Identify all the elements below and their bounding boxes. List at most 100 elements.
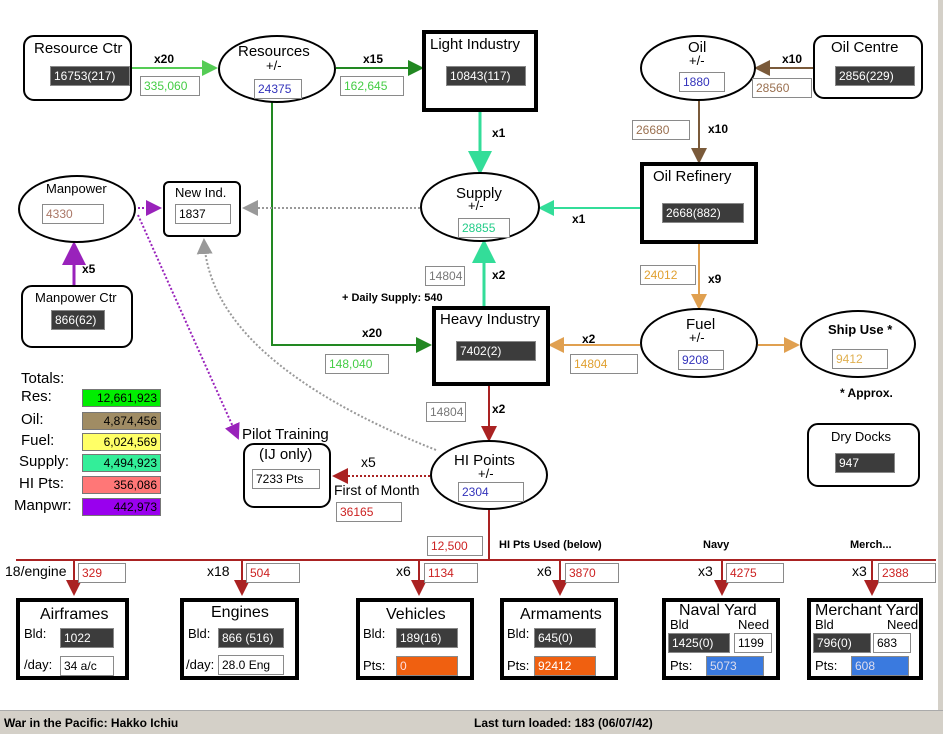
totals-heading: Totals: bbox=[21, 370, 65, 387]
resources-node: Resources +/- 24375 bbox=[218, 35, 336, 103]
hi-points-title: HI Points bbox=[454, 452, 515, 469]
airframes-bld-label: Bld: bbox=[24, 626, 47, 641]
manpower-ctr-box: Manpower Ctr 866(62) bbox=[21, 285, 133, 348]
engines-bld: 866 (516) bbox=[218, 628, 284, 648]
status-app-title: War in the Pacific: Hakko Ichiu bbox=[4, 716, 179, 730]
oil-title: Oil bbox=[688, 39, 707, 56]
totals-label: Manpwr: bbox=[14, 497, 72, 514]
naval-yard-box: Naval Yard Bld Need 1425(0) 1199 Pts: 50… bbox=[662, 598, 780, 680]
vehicles-pts-label: Pts: bbox=[363, 658, 386, 673]
manpower-value: 4330 bbox=[42, 204, 104, 224]
navy-label: Navy bbox=[703, 539, 730, 551]
fuel-title: Fuel bbox=[686, 316, 716, 333]
branch-cost: 329 bbox=[78, 563, 126, 583]
totals-value: 12,661,923 bbox=[82, 389, 161, 407]
branch-mult: x6 bbox=[396, 563, 411, 579]
totals-value: 442,973 bbox=[82, 498, 161, 516]
merchant-yard-bld: 796(0) bbox=[813, 633, 871, 653]
pilot-training-value: 7233 Pts bbox=[252, 469, 320, 489]
engines-bld-label: Bld: bbox=[188, 626, 211, 641]
heavy-fuel-mult: x2 bbox=[582, 332, 596, 346]
branch-mult: x3 bbox=[698, 563, 713, 579]
branch-cost: 2388 bbox=[878, 563, 936, 583]
armaments-title: Armaments bbox=[520, 606, 602, 623]
supply-value: 28855 bbox=[458, 218, 510, 238]
vehicles-box: Vehicles Bld: 189(16) Pts: 0 bbox=[356, 598, 474, 680]
airframes-day: 34 a/c bbox=[60, 656, 114, 676]
flow-lines bbox=[16, 60, 936, 596]
first-of-month-value: 36165 bbox=[336, 502, 402, 522]
merchant-yard-title: Merchant Yard bbox=[815, 602, 919, 619]
naval-yard-pts-label: Pts: bbox=[670, 658, 693, 673]
branch-cost: 3870 bbox=[565, 563, 619, 583]
branch-cost: 4275 bbox=[726, 563, 784, 583]
resource-ctr-flow: 335,060 bbox=[140, 76, 200, 96]
dry-docks-box: Dry Docks 947 bbox=[807, 423, 920, 487]
manpower-mult: x5 bbox=[82, 262, 96, 276]
dry-docks-title: Dry Docks bbox=[831, 429, 891, 444]
diagram-canvas: Resource Ctr 16753(217) x20 335,060 Reso… bbox=[0, 0, 943, 710]
manpower-title: Manpower bbox=[46, 181, 107, 196]
resource-ctr-box: Resource Ctr 16753(217) bbox=[23, 35, 132, 101]
refinery-mult: x9 bbox=[708, 272, 722, 286]
branch-mult: x18 bbox=[207, 563, 230, 579]
supply-title: Supply bbox=[456, 185, 502, 202]
naval-yard-need-label: Need bbox=[738, 617, 770, 632]
totals-label: Supply: bbox=[19, 453, 70, 470]
resources-mult: x15 bbox=[363, 52, 384, 66]
light-industry-title: Light Industry bbox=[430, 36, 521, 53]
ship-use-value: 9412 bbox=[832, 349, 888, 369]
naval-yard-pts: 5073 bbox=[706, 656, 764, 676]
branch-mult: 18/engine bbox=[5, 563, 67, 579]
hi-points-value: 2304 bbox=[458, 482, 524, 502]
oil-refinery-title: Oil Refinery bbox=[653, 168, 732, 185]
first-of-month-label: First of Month bbox=[334, 482, 420, 498]
naval-yard-title: Naval Yard bbox=[679, 602, 757, 619]
merchant-yard-pts: 608 bbox=[851, 656, 909, 676]
resource-ctr-title: Resource Ctr bbox=[34, 40, 123, 57]
resources-flow: 162,645 bbox=[340, 76, 404, 96]
oil-centre-title: Oil Centre bbox=[831, 39, 899, 56]
resources-sub: +/- bbox=[266, 58, 282, 73]
supply-heavy-flow: 14804 bbox=[425, 266, 465, 286]
pilot-training-sub: (IJ only) bbox=[259, 446, 313, 463]
oil-centre-value: 2856(229) bbox=[835, 66, 915, 86]
armaments-pts: 92412 bbox=[534, 656, 596, 676]
merchant-yard-box: Merchant Yard Bld Need 796(0) 683 Pts: 6… bbox=[807, 598, 923, 680]
oil-refinery-value: 2668(882) bbox=[662, 203, 744, 223]
totals-label: Fuel: bbox=[21, 432, 55, 449]
hi-used-label: HI Pts Used (below) bbox=[499, 539, 602, 551]
naval-yard-bld: 1425(0) bbox=[668, 633, 730, 653]
engines-box: Engines Bld: 866 (516) /day: 28.0 Eng bbox=[180, 598, 299, 680]
totals-label: Oil: bbox=[21, 411, 44, 428]
oil-to-refinery-mult: x10 bbox=[708, 122, 729, 136]
fuel-sub: +/- bbox=[689, 330, 705, 345]
oil-value: 1880 bbox=[679, 72, 725, 92]
vehicles-pts: 0 bbox=[396, 656, 458, 676]
airframes-title: Airframes bbox=[40, 606, 109, 623]
branch-cost: 504 bbox=[246, 563, 300, 583]
vehicles-bld: 189(16) bbox=[396, 628, 458, 648]
oil-node: Oil +/- 1880 bbox=[640, 35, 756, 101]
oil-centre-mult: x10 bbox=[782, 52, 803, 66]
supply-heavy-mult: x2 bbox=[492, 268, 506, 282]
branch-mult: x6 bbox=[537, 563, 552, 579]
vehicles-bld-label: Bld: bbox=[363, 626, 386, 641]
hi-used-value: 12,500 bbox=[427, 536, 483, 556]
armaments-box: Armaments Bld: 645(0) Pts: 92412 bbox=[500, 598, 618, 680]
totals-label: Res: bbox=[21, 388, 52, 405]
ship-use-title: Ship Use * bbox=[828, 322, 893, 337]
dry-docks-value: 947 bbox=[835, 453, 895, 473]
armaments-pts-label: Pts: bbox=[507, 658, 530, 673]
merchant-yard-pts-label: Pts: bbox=[815, 658, 838, 673]
merchant-yard-need: 683 bbox=[873, 633, 911, 653]
refinery-flow: 24012 bbox=[640, 265, 696, 285]
merchant-yard-need-label: Need bbox=[887, 617, 919, 632]
totals-value: 4,494,923 bbox=[82, 454, 161, 472]
resource-ctr-mult: x20 bbox=[154, 52, 175, 66]
hi-points-node: HI Points +/- 2304 bbox=[430, 440, 548, 510]
engines-day-label: /day: bbox=[186, 657, 215, 672]
branch-mult: x3 bbox=[852, 563, 867, 579]
light-industry-box: Light Industry 10843(117) bbox=[422, 30, 538, 112]
engines-title: Engines bbox=[211, 604, 269, 621]
